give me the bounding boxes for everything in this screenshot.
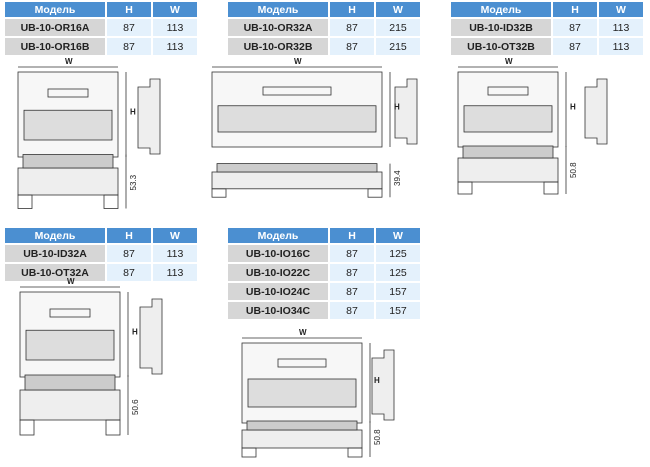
header-h: H (553, 2, 597, 17)
header-w: W (376, 2, 420, 17)
h-cell: 87 (330, 302, 374, 319)
height-label: H (132, 328, 138, 337)
w-cell: 113 (153, 38, 197, 55)
header-w: W (376, 228, 420, 243)
header-h: H (330, 228, 374, 243)
h-cell: 87 (107, 245, 151, 262)
model-cell: UB-10-IO24C (228, 283, 328, 300)
model-cell: UB-10-OT32A (5, 264, 105, 281)
w-cell: 125 (376, 264, 420, 281)
w-cell: 125 (376, 245, 420, 262)
model-cell: UB-10-ID32A (5, 245, 105, 262)
header-h: H (330, 2, 374, 17)
h-cell: 87 (330, 264, 374, 281)
width-label: W (65, 57, 73, 66)
height-label: H (374, 376, 380, 385)
w-cell: 113 (153, 19, 197, 36)
header-h: H (107, 2, 151, 17)
h-cell: 87 (330, 38, 374, 55)
h-cell: 87 (107, 19, 151, 36)
h-cell: 87 (553, 19, 597, 36)
width-label: W (505, 57, 513, 66)
h-cell: 87 (553, 38, 597, 55)
h-cell: 87 (107, 264, 151, 281)
w-cell: 113 (599, 38, 643, 55)
w-cell: 215 (376, 38, 420, 55)
model-cell: UB-10-OR16A (5, 19, 105, 36)
header-w: W (599, 2, 643, 17)
model-cell: UB-10-OR32B (228, 38, 328, 55)
h-cell: 87 (107, 38, 151, 55)
h-cell: 87 (330, 245, 374, 262)
header-w: W (153, 228, 197, 243)
model-cell: UB-10-ID32B (451, 19, 551, 36)
model-cell: UB-10-OR16B (5, 38, 105, 55)
model-cell: UB-10-IO22C (228, 264, 328, 281)
h-cell: 87 (330, 19, 374, 36)
width-label: W (294, 57, 302, 66)
depth-label: 53.3 (129, 174, 138, 190)
header-h: H (107, 228, 151, 243)
h-cell: 87 (330, 283, 374, 300)
w-cell: 113 (153, 264, 197, 281)
width-label: W (299, 328, 307, 337)
header-model: Модель (228, 228, 328, 243)
w-cell: 113 (153, 245, 197, 262)
w-cell: 157 (376, 302, 420, 319)
model-cell: UB-10-OT32B (451, 38, 551, 55)
header-model: Модель (5, 2, 105, 17)
header-model: Модель (451, 2, 551, 17)
width-label: W (67, 277, 75, 286)
w-cell: 157 (376, 283, 420, 300)
height-label: H (394, 103, 400, 112)
w-cell: 215 (376, 19, 420, 36)
depth-label: 50.6 (131, 399, 140, 415)
height-label: H (130, 108, 136, 117)
model-cell: UB-10-IO16C (228, 245, 328, 262)
model-cell: UB-10-IO34C (228, 302, 328, 319)
w-cell: 113 (599, 19, 643, 36)
header-model: Модель (228, 2, 328, 17)
depth-label: 50.8 (569, 162, 578, 178)
height-label: H (570, 103, 576, 112)
model-cell: UB-10-OR32A (228, 19, 328, 36)
depth-label: 50.8 (373, 429, 382, 445)
header-w: W (153, 2, 197, 17)
depth-label: 39.4 (393, 170, 402, 186)
header-model: Модель (5, 228, 105, 243)
